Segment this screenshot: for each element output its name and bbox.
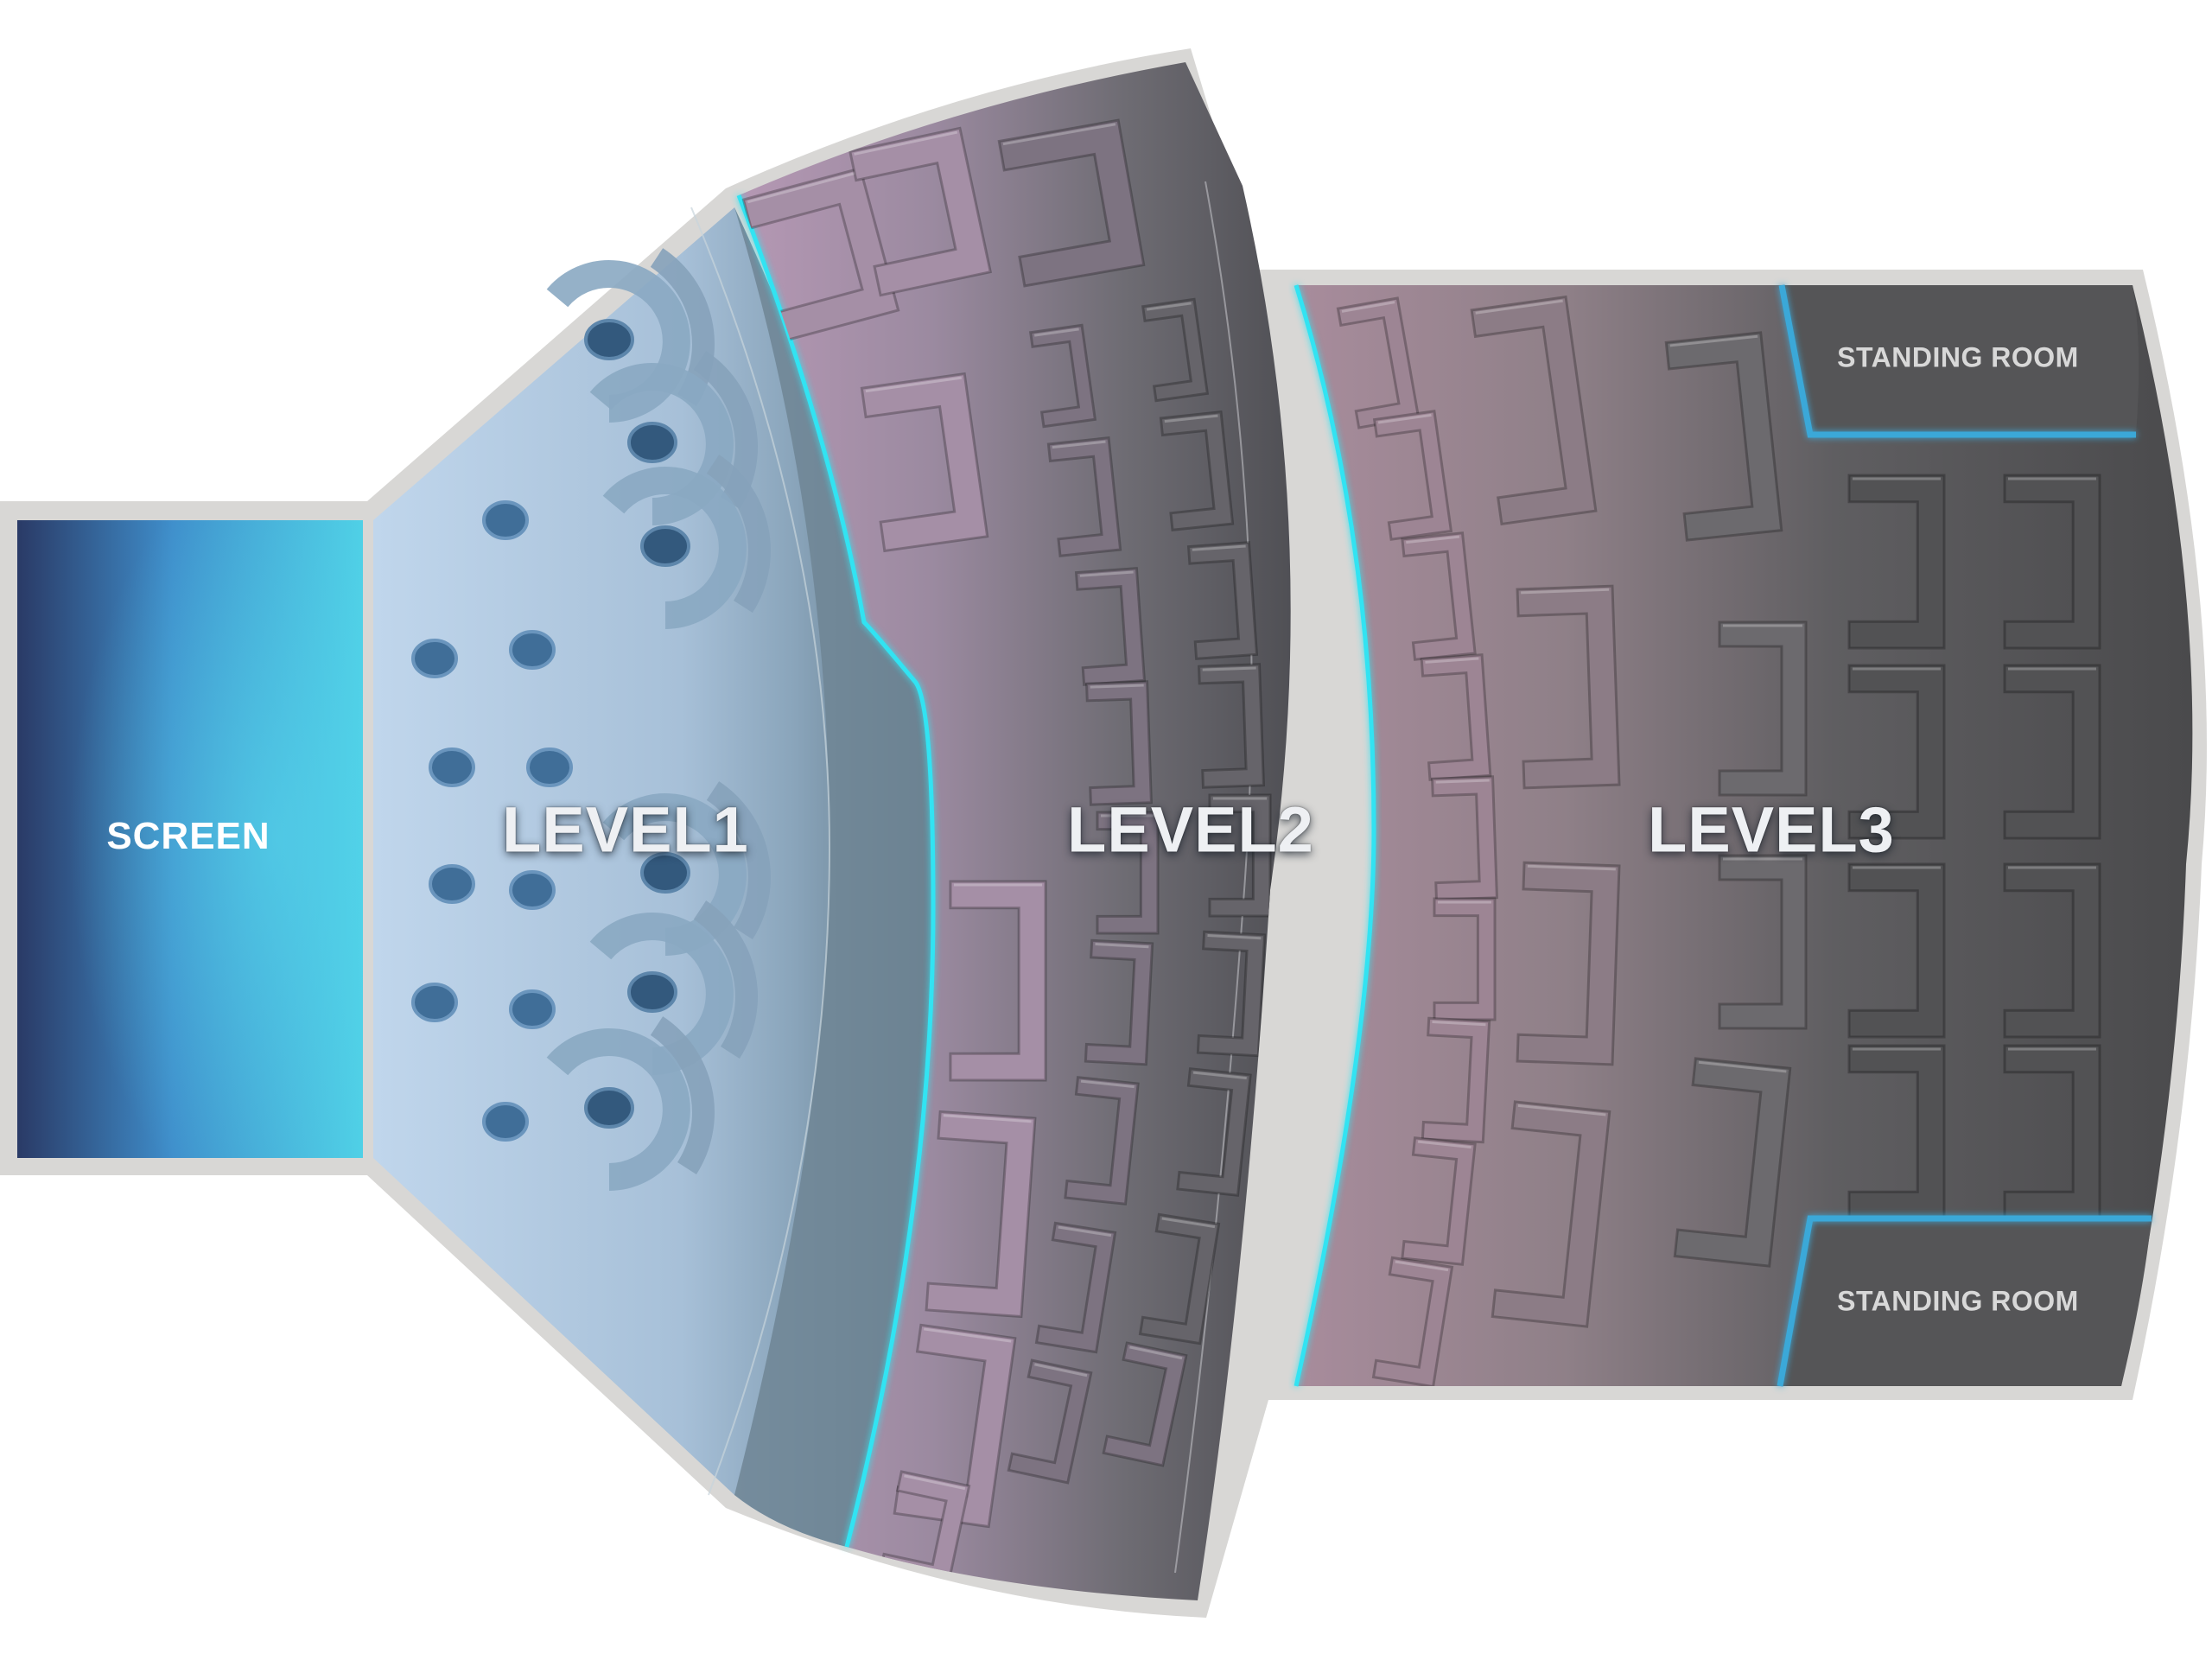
level1-seat[interactable] [429, 864, 475, 904]
level3-seat-row[interactable] [1673, 1057, 1792, 1268]
level2-seat-row[interactable] [1138, 1212, 1221, 1345]
section-level3[interactable] [1294, 284, 2193, 1387]
level2-seat-row[interactable] [1084, 938, 1154, 1066]
level1-seat[interactable] [509, 630, 556, 670]
level3-seat-row[interactable] [1847, 1044, 1946, 1220]
level1-seat[interactable] [640, 525, 690, 567]
section-level1[interactable] [373, 207, 933, 1547]
level3-seat-row[interactable] [1718, 620, 1808, 797]
level3-seat-row[interactable] [1470, 295, 1598, 526]
level3-seat-row[interactable] [2003, 862, 2101, 1039]
level2-seat-row[interactable] [1074, 567, 1147, 686]
level2-seat-row[interactable] [997, 118, 1146, 288]
level2-seat-row[interactable] [893, 1323, 1017, 1529]
level3-seat-row[interactable] [1372, 410, 1453, 541]
section-level2[interactable] [736, 62, 1291, 1600]
level1-seat[interactable] [640, 852, 690, 894]
level1-pod-rings [546, 248, 771, 1191]
level2-seat-row[interactable] [1064, 1076, 1140, 1205]
level2-seat-row[interactable] [1096, 811, 1160, 935]
level2-seat-row[interactable] [1085, 680, 1153, 806]
level3-seat-row[interactable] [1664, 331, 1783, 542]
level2-seat-row[interactable] [1196, 930, 1267, 1058]
level2-seat-row[interactable] [1186, 541, 1259, 660]
level2-seat-row[interactable] [1046, 436, 1122, 557]
level3-seat-row[interactable] [1433, 897, 1497, 1021]
level3-seat-row[interactable] [1420, 653, 1492, 781]
level2-seat-row[interactable] [1159, 410, 1235, 531]
level2-seat-row[interactable] [1028, 323, 1097, 429]
level3-seat-row[interactable] [1516, 861, 1621, 1066]
level2-seat-rows [741, 118, 1272, 1589]
level1-seat[interactable] [411, 983, 458, 1022]
level1-seat[interactable] [429, 747, 475, 787]
level3-seat-row[interactable] [1371, 1256, 1454, 1386]
level3-seat-row[interactable] [1847, 474, 1946, 650]
level3-seat-rows [1336, 295, 2101, 1386]
level3-seat-row[interactable] [1491, 1100, 1611, 1328]
level1-seat[interactable] [482, 500, 529, 540]
level2-seat-row[interactable] [860, 372, 989, 553]
level1-seat[interactable] [584, 1087, 634, 1129]
level2-seat-row[interactable] [1198, 663, 1265, 789]
level3-seat-row[interactable] [1336, 296, 1421, 429]
level2-seat-row[interactable] [949, 880, 1047, 1082]
level1-pod [602, 455, 771, 629]
level3-seat-row[interactable] [1847, 664, 1946, 840]
level2-seat-row[interactable] [848, 126, 993, 297]
section-standing-room-bottom[interactable] [1777, 1215, 2152, 1387]
level3-seat-row[interactable] [1847, 862, 1946, 1039]
level2-seat-row[interactable] [1034, 1221, 1117, 1354]
level1-seat[interactable] [509, 870, 556, 910]
level3-seat-row[interactable] [2003, 474, 2101, 650]
level3-seat-row[interactable] [1401, 1136, 1477, 1266]
level1-seat[interactable] [411, 639, 458, 678]
level3-seat-row[interactable] [1516, 584, 1621, 790]
level1-seats [411, 319, 690, 1142]
level2-seat-row[interactable] [1208, 793, 1272, 918]
level3-seat-row[interactable] [1431, 775, 1498, 901]
level1-seat[interactable] [482, 1102, 529, 1142]
level1-seat[interactable] [627, 971, 677, 1013]
section-standing-room-top[interactable] [1778, 284, 2139, 438]
level2-seat-row[interactable] [1176, 1067, 1252, 1197]
level3-seat-row[interactable] [1401, 531, 1477, 661]
level1-pod [602, 781, 771, 956]
level1-seat[interactable] [627, 422, 677, 463]
level3-seat-row[interactable] [2003, 664, 2101, 840]
level2-seat-row[interactable] [1007, 1358, 1093, 1485]
section-screen[interactable] [17, 520, 363, 1158]
level3-seat-row[interactable] [1421, 1016, 1491, 1144]
level1-seat[interactable] [509, 989, 556, 1029]
level3-seat-row[interactable] [2003, 1044, 2101, 1220]
level2-seat-row[interactable] [878, 1470, 971, 1589]
level3-seat-row[interactable] [1718, 854, 1808, 1030]
level1-seat[interactable] [584, 319, 634, 360]
level1-pod [546, 1016, 715, 1191]
level2-seat-row[interactable] [925, 1110, 1037, 1319]
level1-seat[interactable] [526, 747, 573, 787]
level2-seat-row[interactable] [1141, 297, 1210, 403]
level2-seat-row[interactable] [1102, 1341, 1188, 1467]
